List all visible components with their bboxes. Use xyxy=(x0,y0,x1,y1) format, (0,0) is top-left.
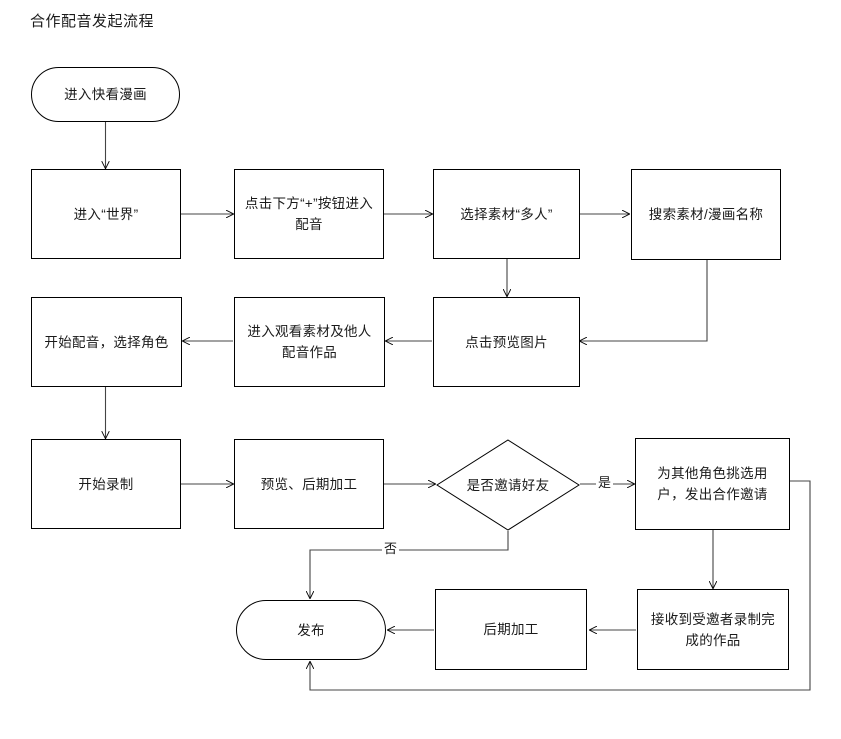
node-label: 为其他角色挑选用户，发出合作邀请 xyxy=(657,466,768,502)
node-tap-plus[interactable]: 点击下方“+”按钮进入配音 xyxy=(234,169,384,259)
node-label: 后期加工 xyxy=(483,622,539,637)
node-tap-preview[interactable]: 点击预览图片 xyxy=(433,297,580,387)
node-start[interactable]: 进入快看漫画 xyxy=(31,67,180,122)
node-label: 发布 xyxy=(297,622,325,638)
node-choose-material[interactable]: 选择素材“多人” xyxy=(433,169,580,259)
node-label: 开始配音，选择角色 xyxy=(44,334,169,350)
node-label: 点击预览图片 xyxy=(465,334,548,350)
node-label: 进入“世界” xyxy=(73,206,139,222)
diamond-shape xyxy=(436,439,580,531)
edge-label-no: 否 xyxy=(382,541,400,557)
node-pick-users[interactable]: 为其他角色挑选用户，发出合作邀请 xyxy=(635,438,790,530)
node-label: 接收到受邀者录制完成的作品 xyxy=(650,611,776,648)
edge-label-yes: 是 xyxy=(596,475,614,491)
node-label: 点击下方“+”按钮进入配音 xyxy=(244,196,374,232)
node-label: 开始录制 xyxy=(78,476,134,492)
node-search-material[interactable]: 搜索素材/漫画名称 xyxy=(631,169,781,260)
node-preview-edit[interactable]: 预览、后期加工 xyxy=(234,439,384,529)
node-label: 预览、后期加工 xyxy=(260,476,358,492)
node-label: 是否邀请好友 xyxy=(466,477,550,493)
node-invite-decision[interactable]: 是否邀请好友 xyxy=(436,439,580,531)
node-label: 选择素材“多人” xyxy=(460,206,553,222)
node-post-edit[interactable]: 后期加工 xyxy=(435,589,587,670)
node-receive-work[interactable]: 接收到受邀者录制完成的作品 xyxy=(637,589,789,670)
node-label: 进入观看素材及他人配音作品 xyxy=(247,324,372,360)
node-start-record[interactable]: 开始录制 xyxy=(31,439,181,529)
node-label: 进入快看漫画 xyxy=(64,87,147,102)
node-start-dubbing[interactable]: 开始配音，选择角色 xyxy=(31,297,182,387)
node-publish[interactable]: 发布 xyxy=(236,600,386,660)
node-enter-world[interactable]: 进入“世界” xyxy=(31,169,181,259)
node-label: 搜索素材/漫画名称 xyxy=(648,207,764,222)
page-title: 合作配音发起流程 xyxy=(30,13,155,30)
node-view-material[interactable]: 进入观看素材及他人配音作品 xyxy=(234,297,385,387)
